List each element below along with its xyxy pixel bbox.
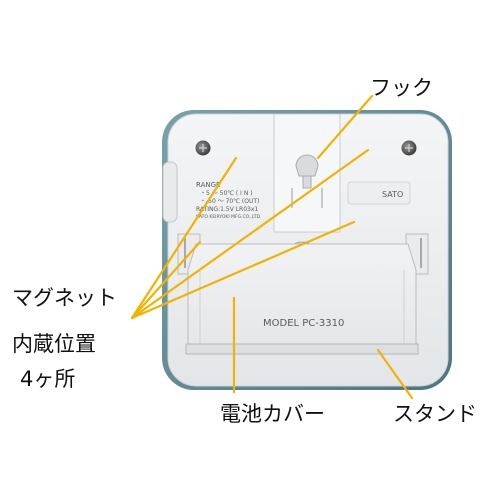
stand-label: スタンド	[393, 402, 477, 426]
spec-engraving: RANGE ・5 ～ 50℃ ( I N ) ・-50 ～ 70℃ (OUT) …	[196, 181, 261, 220]
model-text: MODEL PC-3310	[263, 318, 344, 329]
range-title: RANGE	[196, 181, 220, 189]
hook-label: フック	[370, 76, 433, 100]
battery-cover: MODEL PC-3310	[185, 243, 419, 355]
magnet-label: マグネット	[12, 286, 117, 310]
battery-cover-label: 電池カバー	[220, 402, 325, 426]
range-out: ・-50 ～ 70℃ (OUT)	[200, 198, 259, 205]
hook-panel	[273, 113, 341, 233]
magnet-position-label: 内蔵位置	[12, 332, 96, 356]
rating: RATING:1.5V LR03x1	[196, 206, 258, 213]
maker: SATO KEIRYOKI MFG.CO.,LTD.	[196, 214, 261, 220]
magnet-count-label: 4ヶ所	[20, 367, 76, 391]
screw-top-right	[401, 140, 417, 156]
callout-lines	[130, 94, 414, 400]
screw-top-left	[195, 140, 211, 156]
range-in: ・5 ～ 50℃ ( I N )	[200, 190, 253, 197]
brand-emboss: SATO	[382, 190, 403, 199]
